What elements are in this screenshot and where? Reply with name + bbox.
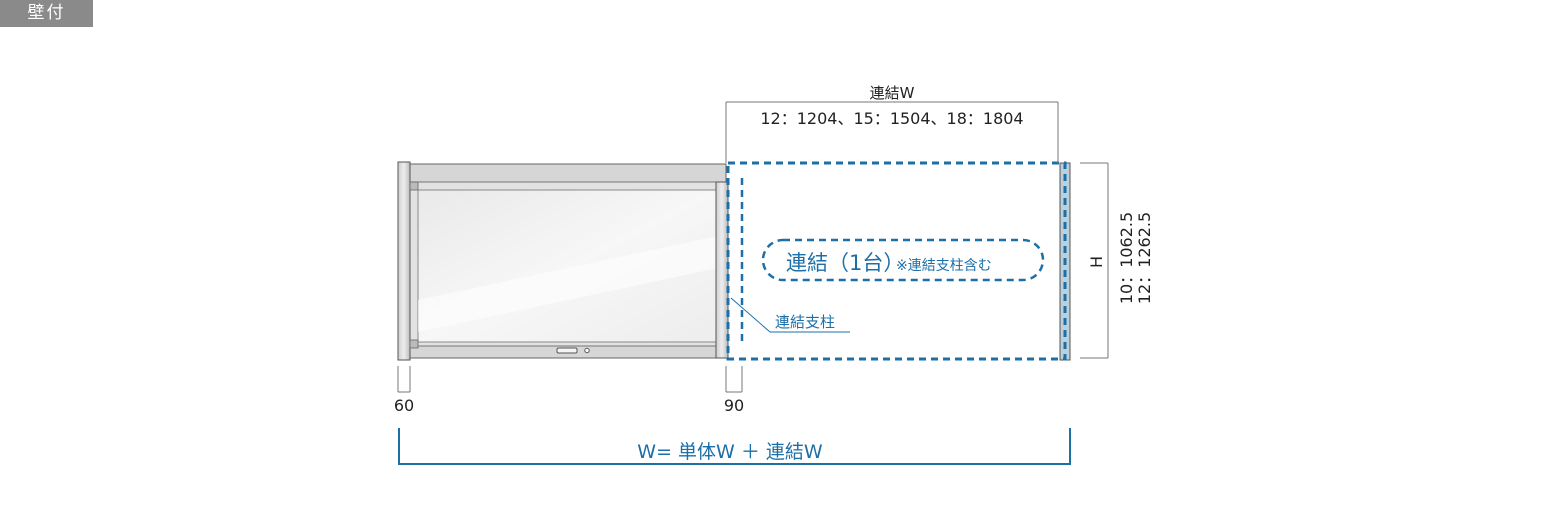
height-dimension: H 10：1062.5 12：1262.5 (1080, 162, 1154, 359)
left-post (397, 161, 411, 361)
height-value-10: 10：1062.5 (1117, 212, 1136, 304)
bracket-tl (409, 181, 419, 191)
top-rail (409, 163, 727, 183)
connection-outline (726, 161, 1067, 361)
tray-knob (584, 347, 590, 354)
left-post-width: 60 (394, 396, 414, 415)
connection-label-capsule (761, 238, 1045, 282)
connect-width-dimension: 連結W 12：1204、15：1504、18：1804 (725, 84, 1059, 163)
connecting-post-width: 90 (724, 396, 744, 415)
connect-width-values: 12：1204、15：1504、18：1804 (760, 109, 1023, 128)
connect-width-label: 連結W (870, 84, 915, 102)
total-width-formula: W= 単体W ＋ 連結W (637, 441, 823, 463)
tray-handle (556, 347, 578, 354)
connection-unit-label: 連結（1台） (786, 251, 904, 275)
connection-unit-note: ※連結支柱含む (896, 258, 992, 274)
connecting-post-left (715, 181, 729, 359)
glass-reflection (418, 236, 718, 332)
bracket-bl (409, 339, 419, 349)
total-width-bracket: W= 単体W ＋ 連結W (398, 428, 1071, 465)
connection-unit: 連結（1台） ※連結支柱含む (726, 161, 1071, 361)
connecting-post-label: 連結支柱 (775, 313, 835, 331)
height-value-12: 12：1262.5 (1135, 212, 1154, 304)
single-unit (397, 161, 729, 361)
post-width-dimensions: 60 90 (394, 366, 744, 415)
connecting-post-callout: 連結支柱 (730, 297, 850, 333)
height-label: H (1087, 256, 1106, 268)
wall-mount-tag: 壁付 (0, 0, 93, 27)
